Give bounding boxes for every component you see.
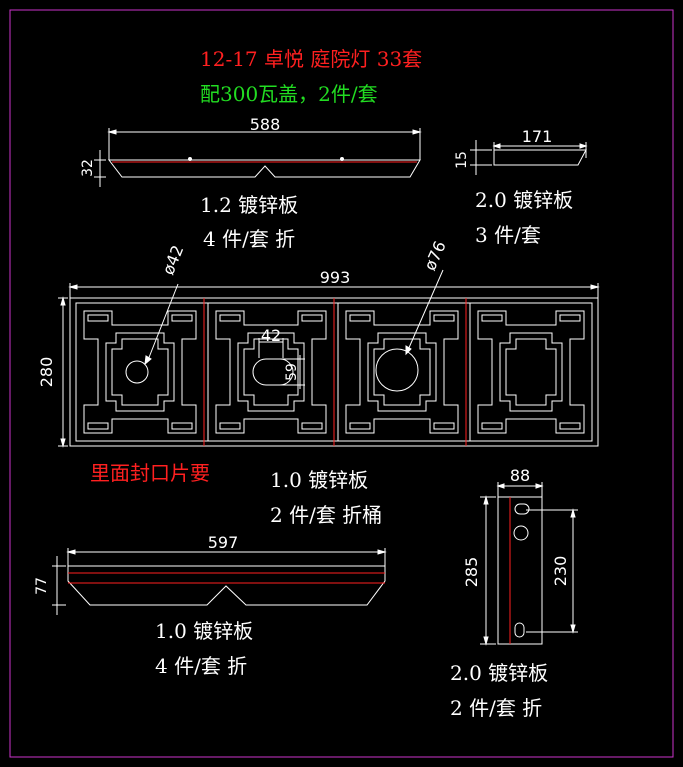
slot-height-dim: 59 — [284, 363, 300, 381]
bracket-qty: 2 件/套 折 — [450, 696, 542, 720]
hole-76-label: ø76 — [420, 238, 450, 273]
bracket-hole — [513, 525, 529, 541]
hole-42-label: ø42 — [158, 242, 187, 277]
bracket-width-dim: 88 — [510, 466, 530, 485]
bracket-height-dim: 285 — [462, 557, 481, 588]
header-title: 12-17 卓悦 庭院灯 33套 — [200, 47, 422, 71]
hole-76 — [375, 348, 419, 392]
drawing-border — [9, 9, 674, 758]
bracket-material: 2.0 镀锌板 — [450, 661, 548, 685]
slot-width-dim: 42 — [261, 326, 281, 345]
lattice-pattern — [83, 310, 585, 434]
strip-171-length: 171 — [522, 127, 553, 146]
bracket-inner-dim: 230 — [551, 556, 570, 587]
strip-171-material: 2.0 镀锌板 — [475, 188, 573, 212]
strip-588-qty: 4 件/套 折 — [203, 227, 295, 251]
strip-588-material: 1.2 镀锌板 — [200, 193, 298, 217]
panel-note: 里面封口片要 — [90, 461, 210, 485]
bracket-part — [480, 482, 578, 646]
bracket-slot-top — [514, 503, 530, 515]
strip-171-part — [470, 140, 588, 175]
strip-171-height: 15 — [454, 151, 470, 169]
bracket-slot-bottom — [514, 622, 525, 638]
strip-597-material: 1.0 镀锌板 — [155, 619, 253, 643]
header-subtitle: 配300瓦盖，2件/套 — [200, 82, 378, 106]
strip-171-qty: 3 件/套 — [475, 223, 541, 247]
strip-588-length: 588 — [250, 115, 281, 134]
strip-597-qty: 4 件/套 折 — [155, 654, 247, 678]
strip-588-part — [94, 128, 422, 187]
main-panel-part — [58, 283, 600, 448]
strip-588-height: 32 — [80, 159, 96, 177]
panel-height-dim: 280 — [37, 357, 56, 388]
panel-material: 1.0 镀锌板 — [270, 468, 368, 492]
strip-597-part — [52, 548, 387, 615]
panel-qty: 2 件/套 折桶 — [270, 503, 382, 527]
panel-width-dim: 993 — [320, 268, 351, 287]
strip-597-length: 597 — [208, 533, 239, 552]
strip-597-height: 77 — [34, 577, 50, 595]
hole-42 — [125, 360, 149, 384]
panel-holes — [125, 269, 444, 392]
